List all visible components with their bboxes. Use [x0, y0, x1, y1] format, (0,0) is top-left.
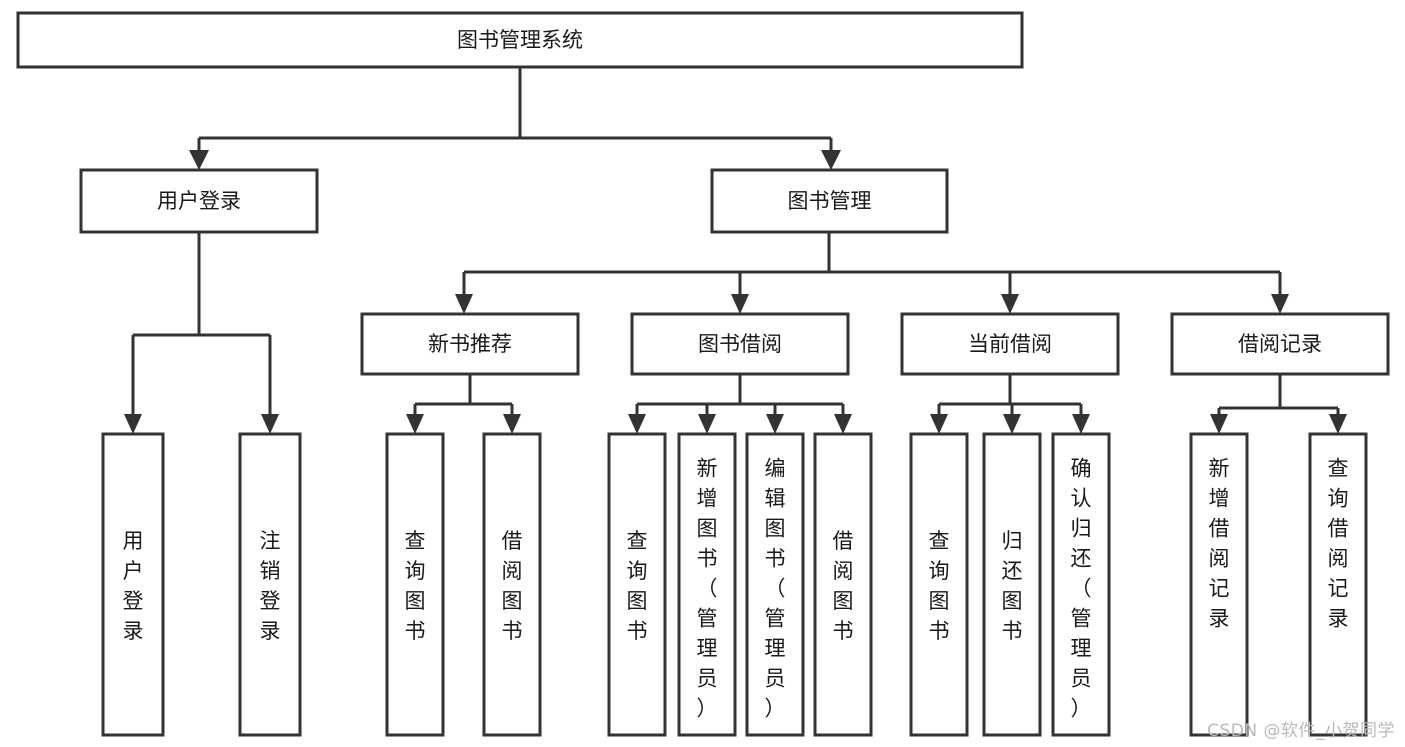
arrow-leaf-edit-book — [766, 414, 784, 434]
node-box-leaf-add-record — [1189, 432, 1249, 737]
node-box-current-borrow — [900, 312, 1120, 376]
arrow-leaf-add-record — [1210, 414, 1228, 434]
node-box-leaf-borrow-book-1 — [482, 432, 542, 737]
arrow-leaf-query-record — [1329, 414, 1347, 434]
node-box-leaf-query-record — [1308, 432, 1368, 737]
arrow-leaf-query-book-1 — [406, 414, 424, 434]
node-label-leaf-borrow-book-1: 借阅图书 — [502, 529, 523, 643]
nodes-layer: 图书管理系统用户登录图书管理新书推荐图书借阅当前借阅借阅记录用户登录注销登录查询… — [16, 11, 1390, 737]
arrow-leaf-borrow-book-2 — [834, 414, 852, 434]
node-label-leaf-borrow-book-2: 借阅图书 — [833, 529, 854, 643]
edges-borrow-record-to-leaves — [1210, 374, 1347, 434]
node-leaf-edit-book[interactable]: 编辑图书（管理员） — [745, 432, 805, 737]
node-borrow-record[interactable]: 借阅记录 — [1170, 312, 1390, 376]
node-box-leaf-add-book — [677, 432, 737, 737]
edges-new-book-rec-to-leaves — [406, 374, 521, 434]
arrow-book-borrow — [731, 294, 749, 314]
arrow-leaf-confirm-return — [1072, 414, 1090, 434]
node-current-borrow[interactable]: 当前借阅 — [900, 312, 1120, 376]
node-label-leaf-query-book-2: 查询图书 — [627, 529, 648, 643]
node-box-leaf-confirm-return — [1051, 432, 1111, 737]
node-label-leaf-query-book-1: 查询图书 — [405, 529, 426, 643]
node-box-leaf-borrow-book-2 — [813, 432, 873, 737]
node-box-book-manage — [710, 168, 949, 234]
node-label-leaf-user-login: 用户登录 — [123, 529, 144, 643]
node-box-book-borrow — [630, 312, 850, 376]
arrow-book-manage — [821, 150, 841, 170]
node-leaf-query-book-2[interactable]: 查询图书 — [607, 432, 667, 737]
node-user-login[interactable]: 用户登录 — [79, 168, 319, 234]
node-leaf-add-book[interactable]: 新增图书（管理员） — [677, 432, 737, 737]
edges-root-to-level2 — [189, 67, 841, 170]
node-box-leaf-query-book-2 — [607, 432, 667, 737]
node-box-leaf-user-login — [101, 432, 165, 737]
node-label-leaf-query-book-3: 查询图书 — [929, 529, 950, 643]
node-label-new-book-rec: 新书推荐 — [428, 332, 512, 356]
arrow-new-book-rec — [455, 294, 473, 314]
node-label-leaf-return-book: 归还图书 — [1002, 529, 1023, 643]
node-leaf-query-book-1[interactable]: 查询图书 — [385, 432, 445, 737]
node-leaf-borrow-book-1[interactable]: 借阅图书 — [482, 432, 542, 737]
arrow-user-login — [189, 150, 209, 170]
node-box-leaf-query-book-3 — [909, 432, 969, 737]
node-label-book-borrow: 图书借阅 — [698, 332, 782, 356]
node-leaf-borrow-book-2[interactable]: 借阅图书 — [813, 432, 873, 737]
node-leaf-add-record[interactable]: 新增借阅记录 — [1189, 432, 1249, 737]
node-box-user-login — [79, 168, 319, 234]
node-box-leaf-query-book-1 — [385, 432, 445, 737]
node-label-leaf-add-book: 新增图书（管理员） — [697, 456, 718, 720]
node-label-current-borrow: 当前借阅 — [968, 332, 1052, 356]
node-leaf-confirm-return[interactable]: 确认归还（管理员） — [1051, 432, 1111, 737]
node-book-borrow[interactable]: 图书借阅 — [630, 312, 850, 376]
arrow-leaf-user-login — [124, 414, 142, 434]
edges-book-manage-to-level3 — [455, 232, 1289, 314]
node-box-leaf-user-logout — [238, 432, 302, 737]
node-label-book-manage: 图书管理 — [788, 189, 872, 213]
node-label-borrow-record: 借阅记录 — [1238, 332, 1322, 356]
edges-current-borrow-to-leaves — [930, 374, 1090, 434]
node-new-book-rec[interactable]: 新书推荐 — [360, 312, 580, 376]
arrow-leaf-borrow-book-1 — [503, 414, 521, 434]
arrow-leaf-query-book-3 — [930, 414, 948, 434]
edges-book-borrow-to-leaves — [628, 374, 852, 434]
edges-user-login-to-leaves — [124, 232, 279, 434]
arrow-leaf-return-book — [1003, 414, 1021, 434]
node-label-leaf-query-record: 查询借阅记录 — [1328, 456, 1349, 630]
node-label-root: 图书管理系统 — [457, 28, 583, 52]
node-label-user-login: 用户登录 — [157, 189, 241, 213]
arrow-leaf-query-book-2 — [628, 414, 646, 434]
node-leaf-user-login[interactable]: 用户登录 — [101, 432, 165, 737]
node-box-leaf-return-book — [982, 432, 1042, 737]
node-leaf-user-logout[interactable]: 注销登录 — [238, 432, 302, 737]
node-box-root — [16, 11, 1024, 69]
node-box-leaf-edit-book — [745, 432, 805, 737]
arrow-current-borrow — [1001, 294, 1019, 314]
node-book-manage[interactable]: 图书管理 — [710, 168, 949, 234]
node-leaf-query-book-3[interactable]: 查询图书 — [909, 432, 969, 737]
arrow-leaf-user-logout — [261, 414, 279, 434]
arrow-leaf-add-book — [698, 414, 716, 434]
node-root[interactable]: 图书管理系统 — [16, 11, 1024, 69]
node-label-leaf-edit-book: 编辑图书（管理员） — [765, 456, 786, 720]
csdn-watermark: CSDN @软件_小贺同学 — [1207, 721, 1395, 741]
arrow-borrow-record — [1271, 294, 1289, 314]
node-leaf-return-book[interactable]: 归还图书 — [982, 432, 1042, 737]
node-label-leaf-user-logout: 注销登录 — [260, 529, 281, 643]
node-label-leaf-confirm-return: 确认归还（管理员） — [1071, 456, 1092, 720]
node-box-borrow-record — [1170, 312, 1390, 376]
node-box-new-book-rec — [360, 312, 580, 376]
node-label-leaf-add-record: 新增借阅记录 — [1209, 456, 1230, 630]
node-leaf-query-record[interactable]: 查询借阅记录 — [1308, 432, 1368, 737]
